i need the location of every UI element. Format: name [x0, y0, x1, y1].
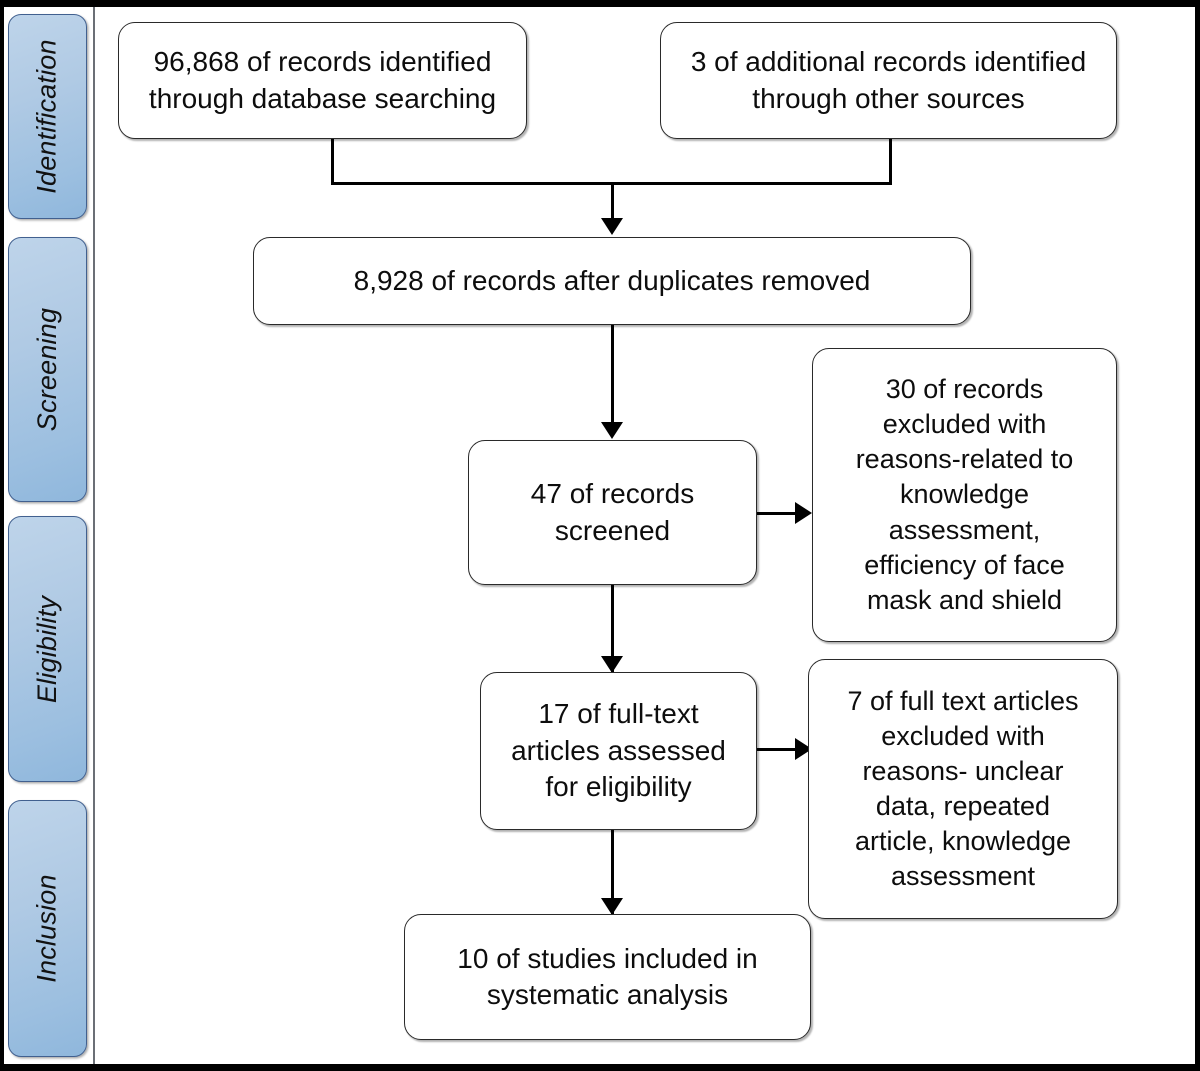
stage-label-identification: Identification — [8, 14, 87, 219]
arrow-fulltext-to-included — [601, 898, 623, 915]
node-records-identified-database-text: 96,868 of records identified through dat… — [148, 46, 497, 114]
frame-border-top — [0, 0, 1200, 7]
node-fulltext-assessed: 17 of full-text articles assessed for el… — [480, 672, 757, 830]
arrow-screened-to-fulltext — [601, 656, 623, 673]
node-records-identified-other: 3 of additional records identified throu… — [660, 22, 1117, 139]
node-records-excluded: 30 of records excluded with reasons-rela… — [812, 348, 1117, 642]
node-fulltext-excluded-text: 7 of full text articles excluded with re… — [847, 685, 1079, 892]
node-records-screened: 47 of records screened — [468, 440, 757, 585]
node-records-screened-text: 47 of records screened — [530, 478, 695, 546]
connector-merge-stem — [611, 182, 614, 221]
stage-label-screening-text: Screening — [32, 307, 63, 432]
arrow-duplicates-to-screened — [601, 422, 623, 439]
node-records-excluded-text: 30 of records excluded with reasons-rela… — [855, 374, 1074, 615]
stage-rail-divider — [93, 7, 95, 1064]
stage-label-screening: Screening — [8, 237, 87, 502]
connector-screened-to-fulltext — [611, 585, 614, 673]
connector-duplicates-to-screened — [611, 325, 614, 425]
connector-fulltext-to-included — [611, 830, 614, 915]
connector-screened-to-excluded — [757, 512, 801, 515]
connector-database-drop — [331, 139, 334, 184]
node-records-identified-other-text: 3 of additional records identified throu… — [690, 46, 1087, 114]
node-records-identified-database: 96,868 of records identified through dat… — [118, 22, 527, 139]
node-fulltext-assessed-text: 17 of full-text articles assessed for el… — [511, 698, 726, 803]
arrow-screened-to-excluded — [795, 502, 812, 524]
arrow-merge-to-duplicates — [601, 218, 623, 235]
node-records-after-duplicates-text: 8,928 of records after duplicates remove… — [353, 264, 871, 296]
node-records-after-duplicates: 8,928 of records after duplicates remove… — [253, 237, 971, 325]
node-studies-included: 10 of studies included in systematic ana… — [404, 914, 811, 1040]
stage-label-inclusion-text: Inclusion — [32, 874, 62, 983]
arrow-fulltext-to-excluded — [795, 738, 812, 760]
stage-label-eligibility: Eligibility — [8, 516, 87, 782]
stage-label-eligibility-text: Eligibility — [32, 595, 63, 703]
connector-fulltext-to-excluded — [757, 748, 801, 751]
frame-border-right — [1195, 0, 1200, 1071]
stage-label-inclusion: Inclusion — [8, 800, 87, 1057]
node-studies-included-text: 10 of studies included in systematic ana… — [457, 942, 758, 1010]
frame-border-bottom — [0, 1064, 1200, 1071]
connector-other-drop — [889, 139, 892, 184]
node-fulltext-excluded: 7 of full text articles excluded with re… — [808, 659, 1118, 919]
frame-border-left — [0, 0, 4, 1071]
stage-label-identification-text: Identification — [32, 39, 62, 194]
